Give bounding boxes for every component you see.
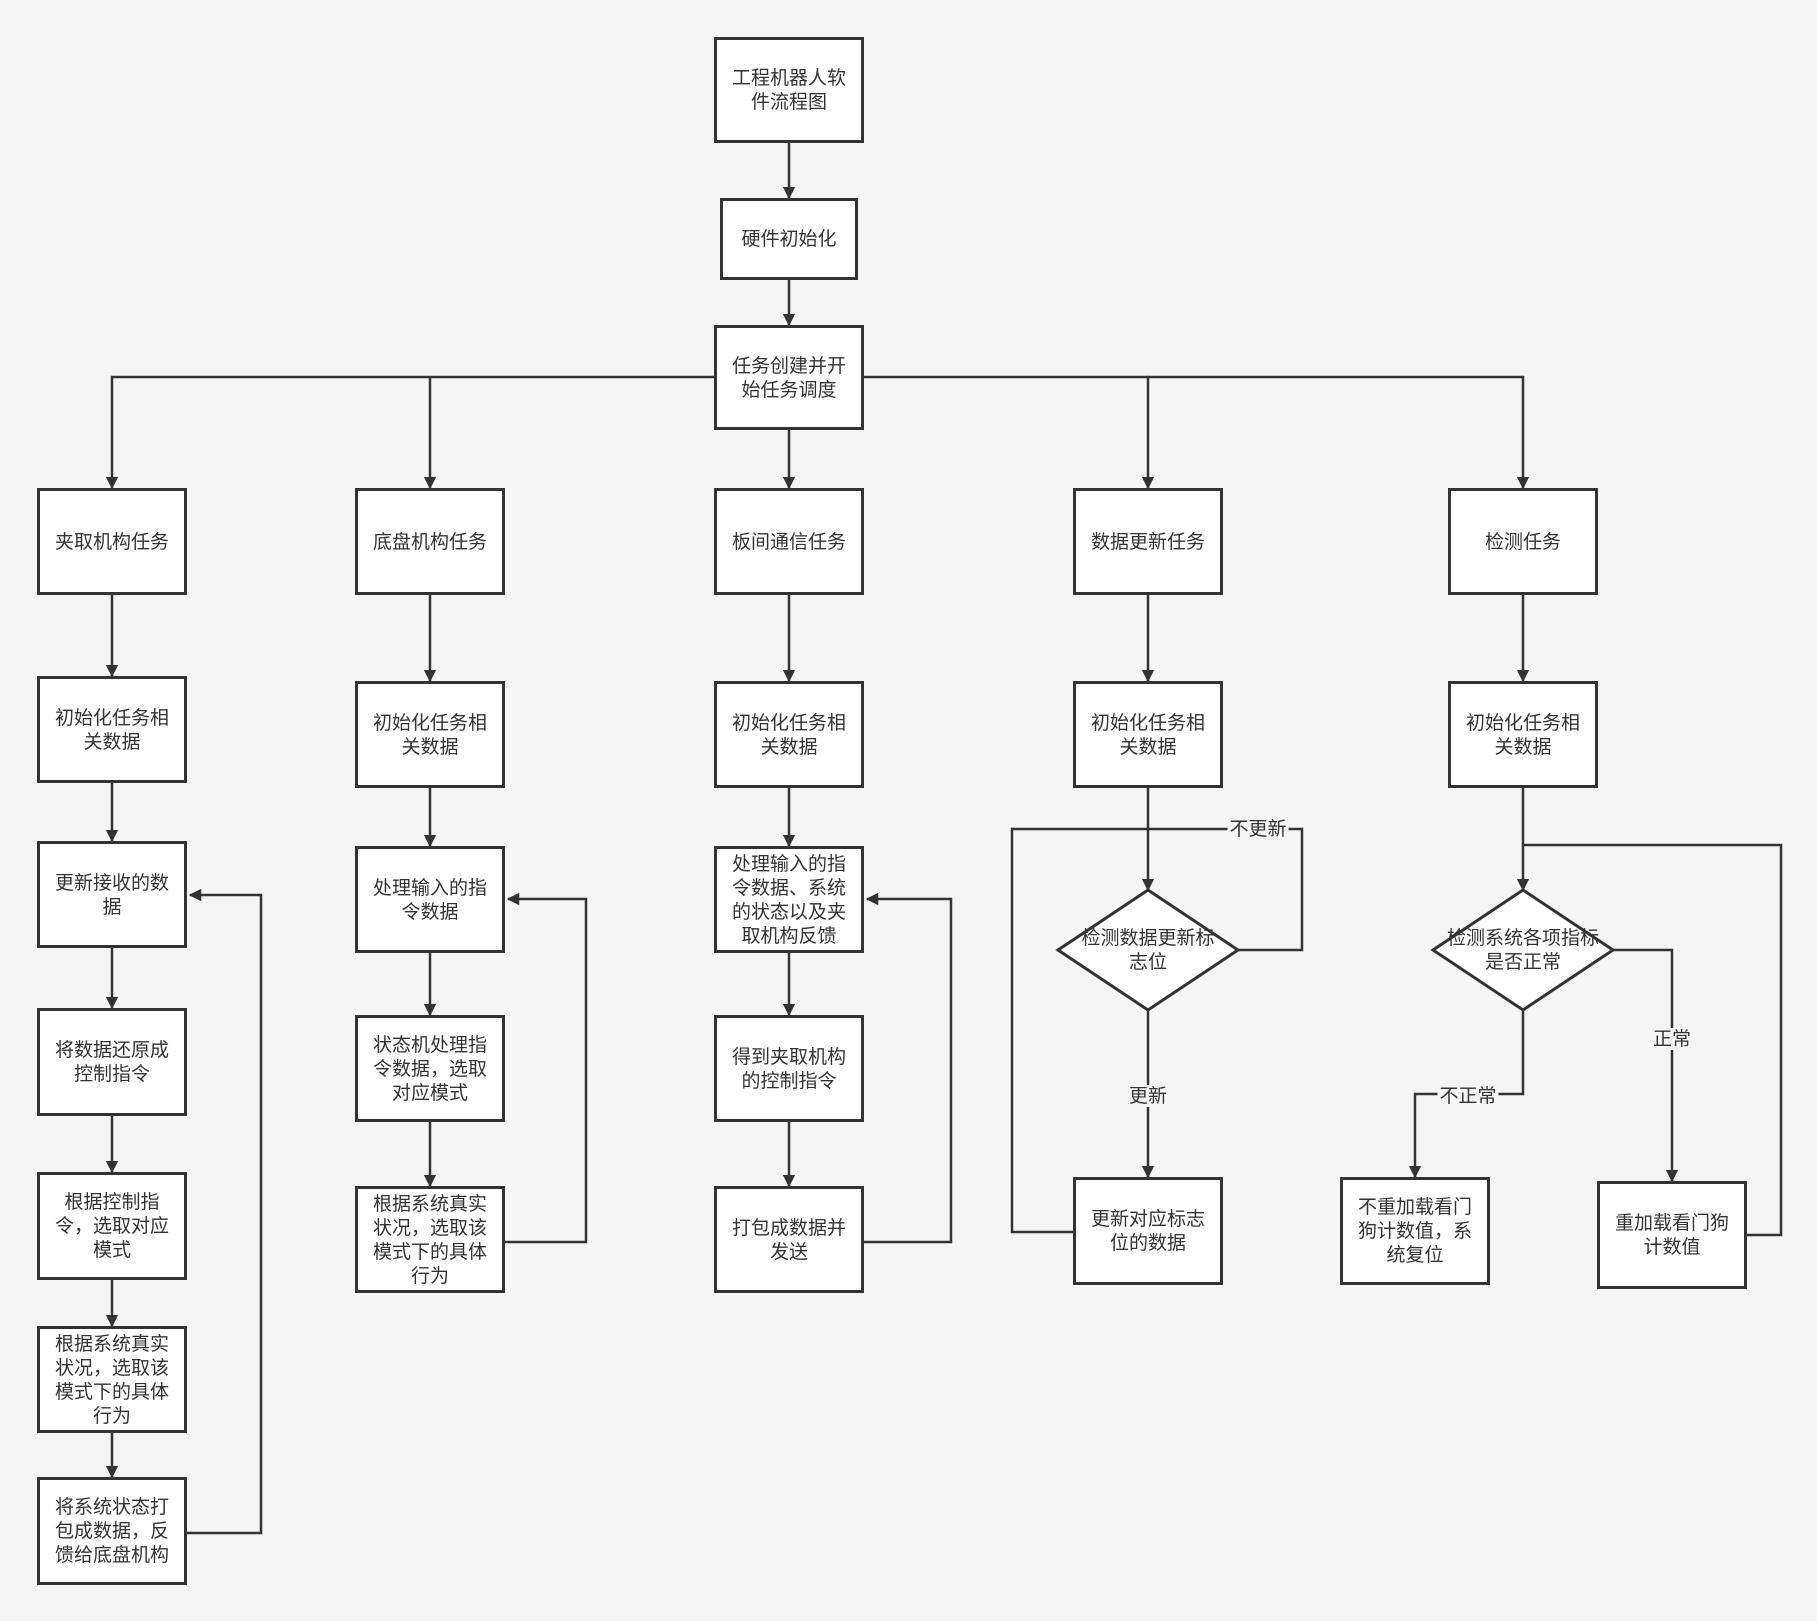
scheduler-node: 任务创建并开始任务调度 — [714, 325, 864, 430]
grab-step-4: 根据系统真实状况，选取该模式下的具体行为 — [37, 1326, 187, 1433]
edge-sched-update — [864, 375, 1155, 490]
edge-update-no — [1148, 827, 1304, 952]
update-decision-text: 检测数据更新标志位 — [1081, 927, 1215, 973]
chassis-task-node: 底盘机构任务 — [355, 488, 505, 595]
grab-step-3: 根据控制指令，选取对应模式 — [37, 1172, 187, 1280]
comm-init-node: 初始化任务相关数据 — [714, 681, 864, 788]
edge-comm-loop — [864, 892, 953, 1244]
chassis-step-3: 根据系统真实状况，选取该模式下的具体行为 — [355, 1186, 505, 1293]
chassis-step-2: 状态机处理指令数据，选取对应模式 — [355, 1015, 505, 1122]
hardware-init-node: 硬件初始化 — [720, 198, 858, 280]
update-no-label: 不更新 — [1227, 818, 1289, 840]
comm-step-1: 处理输入的指令数据、系统的状态以及夹取机构反馈 — [714, 846, 864, 953]
edge-sched-detect — [1148, 375, 1530, 490]
detect-task-node: 检测任务 — [1448, 488, 1598, 595]
detect-normal-label: 正常 — [1650, 1028, 1694, 1050]
edge-detect-return — [1523, 843, 1783, 1237]
update-action-node: 更新对应标志位的数据 — [1073, 1177, 1223, 1285]
detect-abnormal-label: 不正常 — [1437, 1085, 1499, 1107]
detect-init-node: 初始化任务相关数据 — [1448, 681, 1598, 788]
detect-abnormal-node: 不重加载看门狗计数值，系统复位 — [1340, 1177, 1490, 1285]
edge-sched-grab — [105, 375, 714, 490]
update-yes-label: 更新 — [1126, 1085, 1170, 1107]
grab-init-node: 初始化任务相关数据 — [37, 676, 187, 783]
edge-detect-normal — [1613, 948, 1679, 1183]
grab-step-1: 更新接收的数据 — [37, 841, 187, 948]
comm-step-3: 打包成数据并发送 — [714, 1186, 864, 1293]
update-decision-diamond — [1055, 888, 1241, 1012]
chassis-step-1: 处理输入的指令数据 — [355, 846, 505, 953]
grab-task-node: 夹取机构任务 — [37, 488, 187, 595]
detect-decision-diamond — [1430, 888, 1616, 1012]
update-task-node: 数据更新任务 — [1073, 488, 1223, 595]
detect-normal-node: 重加载看门狗计数值 — [1597, 1181, 1747, 1289]
detect-decision-text: 检测系统各项指标是否正常 — [1446, 927, 1599, 973]
edge-grab-loop — [187, 888, 263, 1535]
update-init-node: 初始化任务相关数据 — [1073, 681, 1223, 788]
chassis-init-node: 初始化任务相关数据 — [355, 681, 505, 788]
comm-task-node: 板间通信任务 — [714, 488, 864, 595]
edge-update-return — [1010, 827, 1148, 1234]
edge-chassis-loop — [505, 892, 588, 1244]
grab-step-5: 将系统状态打包成数据，反馈给底盘机构 — [37, 1477, 187, 1585]
title-node: 工程机器人软件流程图 — [714, 37, 864, 143]
comm-step-2: 得到夹取机构的控制指令 — [714, 1015, 864, 1122]
grab-step-2: 将数据还原成控制指令 — [37, 1008, 187, 1116]
